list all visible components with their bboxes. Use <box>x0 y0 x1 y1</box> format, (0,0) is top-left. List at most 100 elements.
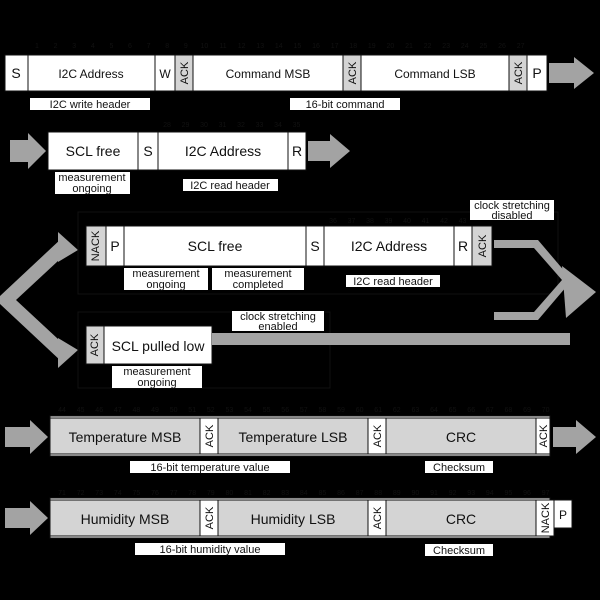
bit-number: 6 <box>128 43 132 50</box>
bit-number: 72 <box>77 490 85 497</box>
row4-meas-ongoing-line2: ongoing <box>137 377 176 389</box>
flow-arrow <box>308 134 350 168</box>
bit-number: 20 <box>387 43 395 50</box>
bit-number: 1 <box>35 43 39 50</box>
bit-number: 41 <box>422 218 430 225</box>
bit-number: 95 <box>505 490 513 497</box>
bit-number: 18 <box>349 43 357 50</box>
bit-number: 8 <box>165 43 169 50</box>
bit-number: 60 <box>356 407 364 414</box>
row4-clock-stretch-caption-box <box>232 311 324 331</box>
row5-checksum-caption-box <box>425 461 493 473</box>
row4-meas-ongoing-line1: measurement <box>123 366 190 378</box>
row1-command-caption: 16-bit command <box>306 99 385 111</box>
row2-address-box <box>157 131 289 171</box>
bit-number: 75 <box>133 490 141 497</box>
row6-hum-msb-box <box>49 499 201 537</box>
bit-number: 70 <box>542 407 550 414</box>
row2-read-label: R <box>292 143 302 159</box>
row2-read-header-caption: I2C read header <box>190 180 270 192</box>
bit-number: 46 <box>95 407 103 414</box>
bit-number: 12 <box>238 43 246 50</box>
row2-measurement-caption-box <box>55 172 130 194</box>
bit-number: 93 <box>467 490 475 497</box>
bit-number: 50 <box>170 407 178 414</box>
row3-meas-completed-line1: measurement <box>224 268 291 280</box>
merge-arrow <box>494 240 572 320</box>
row5-crc-label: CRC <box>446 429 476 445</box>
bit-number: 92 <box>449 490 457 497</box>
bit-number: 36 <box>329 218 337 225</box>
row1-header-caption: I2C write header <box>50 99 131 111</box>
bit-number: 2 <box>54 43 58 50</box>
row5-temp-lsb-label: Temperature LSB <box>239 429 348 445</box>
flow-arrow <box>553 420 596 454</box>
row3-stop-label: P <box>110 238 119 254</box>
row6-value-caption: 16-bit humidity value <box>160 544 261 556</box>
bit-number: 90 <box>412 490 420 497</box>
row5-temp-msb-box <box>49 417 201 455</box>
bit-number: 29 <box>182 122 190 129</box>
bit-number: 28 <box>163 122 171 129</box>
bit-number: 58 <box>319 407 327 414</box>
bit-number: 26 <box>498 43 506 50</box>
bit-number: 64 <box>430 407 438 414</box>
row3-read-header-caption: I2C read header <box>353 276 433 288</box>
row1-ack-label: ACK <box>347 61 359 84</box>
bit-number: 55 <box>263 407 271 414</box>
bit-number: 53 <box>226 407 234 414</box>
row4-frame <box>77 311 331 389</box>
flow-arrow <box>549 57 594 89</box>
row3-frame <box>77 211 559 295</box>
bit-number: 7 <box>147 43 151 50</box>
row2-scl-free-label: SCL free <box>66 143 121 159</box>
row4-flow-bar <box>212 333 570 345</box>
bit-number: 91 <box>430 490 438 497</box>
bit-number: 25 <box>480 43 488 50</box>
row5-checksum-caption: Checksum <box>433 462 485 474</box>
row5-ack-3 <box>535 417 551 455</box>
bit-number: 88 <box>374 490 382 497</box>
bit-number: 57 <box>300 407 308 414</box>
row3-meas-completed-box <box>212 268 304 290</box>
row5-temp-msb-label: Temperature MSB <box>69 429 182 445</box>
row3-scl-free-box <box>123 225 307 267</box>
bit-number: 39 <box>385 218 393 225</box>
bit-number: 30 <box>200 122 208 129</box>
row2-measurement-caption-line1: measurement <box>58 172 125 184</box>
row3-meas-ongoing-line1: measurement <box>132 268 199 280</box>
bit-number: 65 <box>449 407 457 414</box>
row4-meas-ongoing-box <box>112 366 202 388</box>
bit-number: 22 <box>424 43 432 50</box>
bit-number: 15 <box>294 43 302 50</box>
row6-crc-label: CRC <box>446 511 476 527</box>
bit-number: 42 <box>440 218 448 225</box>
row6-stop-label: P <box>559 508 567 522</box>
row1-address-label: I2C Address <box>58 67 123 81</box>
bit-number: 71 <box>58 490 66 497</box>
bit-number: 54 <box>244 407 252 414</box>
row3-scl-free-label: SCL free <box>188 238 243 254</box>
bit-number: 13 <box>256 43 264 50</box>
row6-stop-box <box>553 499 573 529</box>
bit-number: 21 <box>405 43 413 50</box>
bit-number: 17 <box>331 43 339 50</box>
bit-number: 33 <box>256 122 264 129</box>
bit-number: 3 <box>72 43 76 50</box>
row6-hum-lsb-label: Humidity LSB <box>251 511 336 527</box>
bit-number: 11 <box>219 43 226 50</box>
flow-arrow <box>5 420 48 454</box>
bit-number: 68 <box>505 407 513 414</box>
bit-number: 61 <box>374 407 382 414</box>
row1-command-lsb-label: Command LSB <box>394 67 475 81</box>
row2-start-label: S <box>143 143 152 159</box>
bit-number: 89 <box>393 490 401 497</box>
bit-number: 81 <box>244 490 252 497</box>
bit-number: 52 <box>207 407 215 414</box>
row5-value-caption-box <box>130 461 290 473</box>
bit-number: 48 <box>133 407 141 414</box>
bit-number: 56 <box>281 407 289 414</box>
